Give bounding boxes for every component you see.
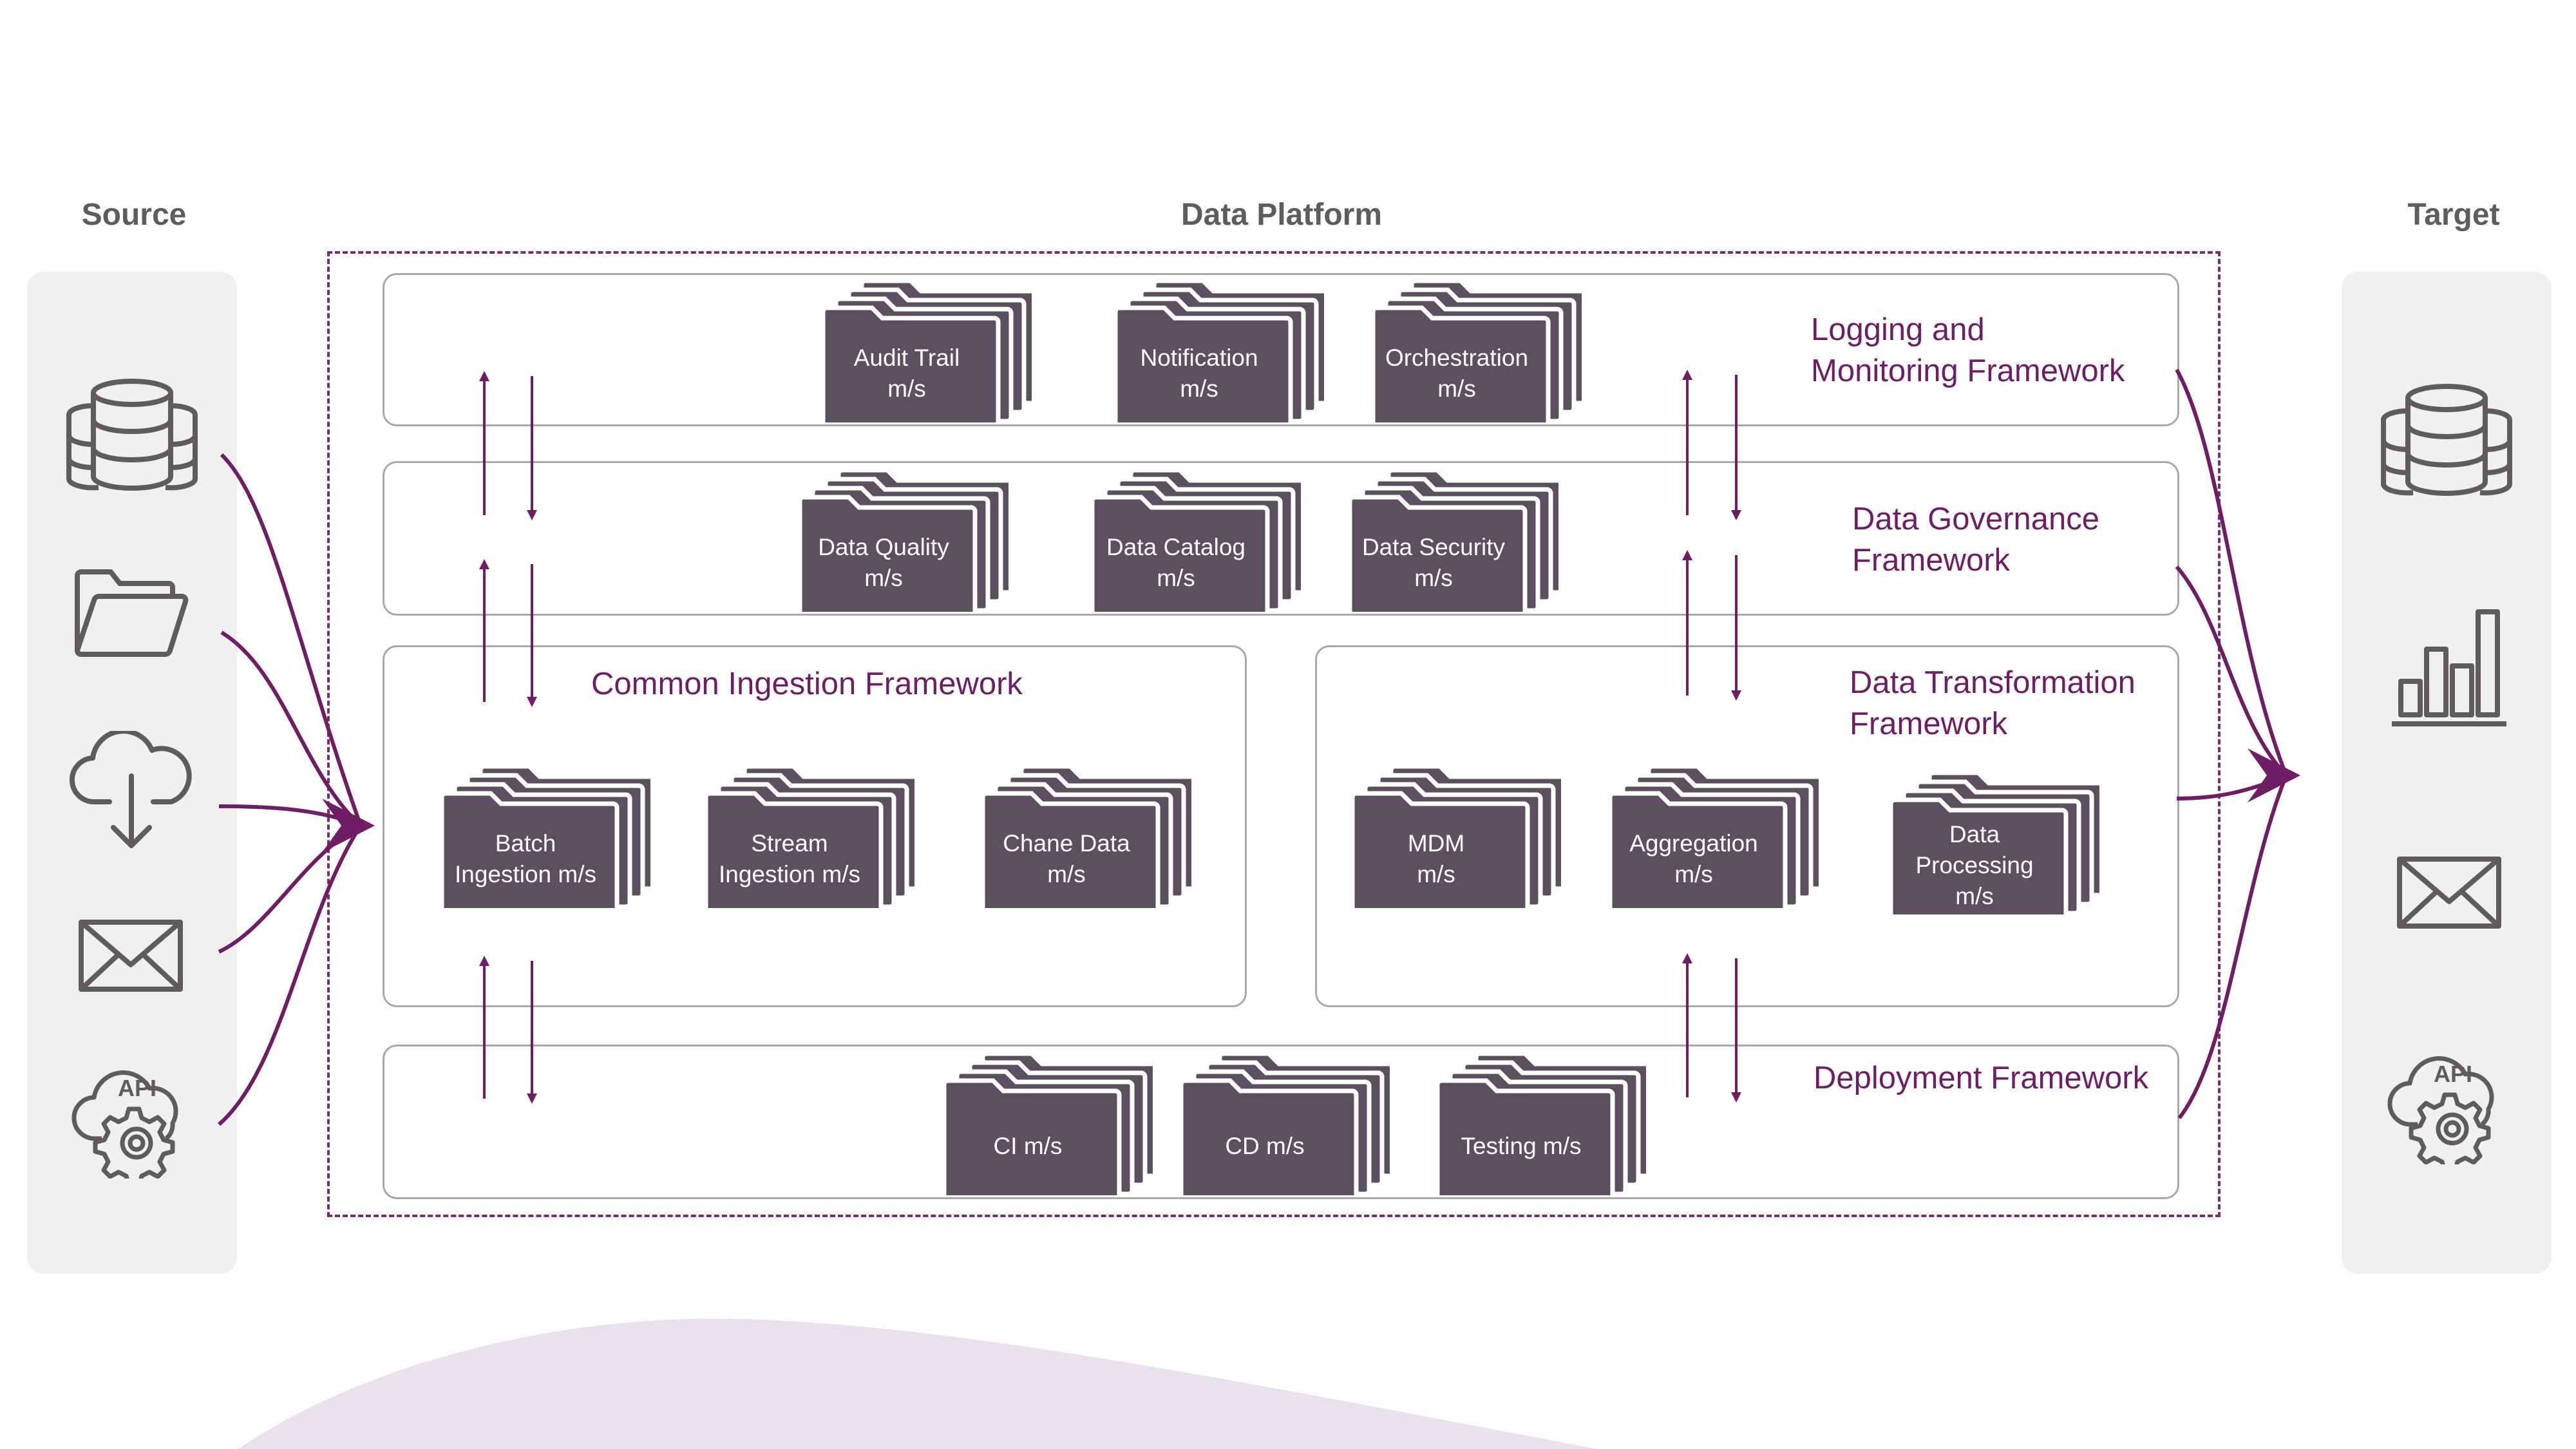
folder-icon[interactable] bbox=[70, 567, 192, 663]
service-label: Aggregation m/s bbox=[1629, 830, 1758, 887]
api-gear-icon[interactable]: API bbox=[2385, 1048, 2514, 1164]
service-label: Audit Trail m/s bbox=[853, 345, 960, 402]
platform-title: Data Platform bbox=[1180, 198, 1383, 232]
notification-service[interactable]: Notification m/s bbox=[1112, 281, 1324, 422]
governance-framework-title: Data Governance Framework bbox=[1852, 502, 2100, 578]
folder-stack-icon bbox=[439, 766, 650, 908]
batch-ingestion-service[interactable]: Batch Ingestion m/s bbox=[438, 766, 650, 908]
service-label: Stream Ingestion m/s bbox=[718, 830, 861, 887]
deployment-framework-title: Deployment Framework bbox=[1814, 1061, 2149, 1095]
logging-framework-title: Logging and Monitoring Framework bbox=[1811, 312, 2125, 388]
ci-service[interactable]: CI m/s bbox=[940, 1054, 1153, 1195]
bar-chart-icon[interactable] bbox=[2388, 605, 2510, 728]
folder-stack-icon bbox=[942, 1054, 1153, 1195]
service-label: Chane Data m/s bbox=[1003, 830, 1130, 887]
cd-service[interactable]: CD m/s bbox=[1177, 1054, 1390, 1195]
api-gear-icon[interactable]: API bbox=[70, 1063, 198, 1179]
folder-stack-icon bbox=[1090, 470, 1301, 612]
audit-trail-service[interactable]: Audit Trail m/s bbox=[819, 281, 1032, 422]
folder-stack-icon bbox=[1607, 766, 1819, 908]
database-icon[interactable] bbox=[52, 374, 213, 496]
data-security-service[interactable]: Data Security m/s bbox=[1346, 470, 1558, 612]
transformation-framework-title: Data Transformation Framework bbox=[1850, 665, 2136, 741]
database-icon[interactable] bbox=[2366, 379, 2527, 501]
source-title: Source bbox=[81, 198, 187, 232]
ingestion-framework-title: Common Ingestion Framework bbox=[591, 667, 1023, 701]
mdm-service[interactable]: MDM m/s bbox=[1349, 766, 1561, 908]
folder-stack-icon bbox=[1347, 470, 1558, 612]
mail-icon[interactable] bbox=[2394, 854, 2504, 931]
service-label: Data Quality m/s bbox=[818, 534, 949, 591]
service-label: Batch Ingestion m/s bbox=[454, 830, 597, 887]
folder-stack-icon bbox=[1179, 1054, 1390, 1195]
aggregation-service[interactable]: Aggregation m/s bbox=[1606, 766, 1819, 908]
service-label: CI m/s bbox=[993, 1133, 1063, 1159]
folder-stack-icon bbox=[1888, 773, 2099, 914]
svg-text:API: API bbox=[118, 1075, 156, 1101]
change-data-service[interactable]: Chane Data m/s bbox=[979, 766, 1191, 908]
svg-text:API: API bbox=[2434, 1061, 2472, 1087]
target-title: Target bbox=[2407, 198, 2500, 232]
stream-ingestion-service[interactable]: Stream Ingestion m/s bbox=[702, 766, 914, 908]
service-label: CD m/s bbox=[1225, 1133, 1305, 1159]
folder-stack-icon bbox=[1370, 281, 1582, 422]
testing-service[interactable]: Testing m/s bbox=[1434, 1054, 1646, 1195]
folder-stack-icon bbox=[1435, 1054, 1646, 1195]
folder-stack-icon bbox=[797, 470, 1009, 612]
service-label: Notification m/s bbox=[1140, 345, 1258, 402]
data-quality-service[interactable]: Data Quality m/s bbox=[796, 470, 1009, 612]
folder-stack-icon bbox=[1113, 281, 1324, 422]
service-label: Data Processing m/s bbox=[1915, 821, 2034, 909]
folder-stack-icon bbox=[820, 281, 1032, 422]
data-processing-service[interactable]: Data Processing m/s bbox=[1887, 773, 2099, 914]
service-label: Orchestration m/s bbox=[1385, 345, 1529, 402]
folder-stack-icon bbox=[703, 766, 914, 908]
folder-stack-icon bbox=[980, 766, 1191, 908]
service-label: Data Catalog m/s bbox=[1106, 534, 1245, 591]
mail-icon[interactable] bbox=[76, 917, 185, 994]
data-catalog-service[interactable]: Data Catalog m/s bbox=[1088, 470, 1301, 612]
service-label: Data Security m/s bbox=[1361, 534, 1506, 591]
cloud-download-icon[interactable] bbox=[67, 731, 196, 853]
service-label: Testing m/s bbox=[1461, 1133, 1582, 1159]
service-label: MDM m/s bbox=[1407, 830, 1465, 887]
folder-stack-icon bbox=[1350, 766, 1561, 908]
orchestration-service[interactable]: Orchestration m/s bbox=[1369, 281, 1582, 422]
